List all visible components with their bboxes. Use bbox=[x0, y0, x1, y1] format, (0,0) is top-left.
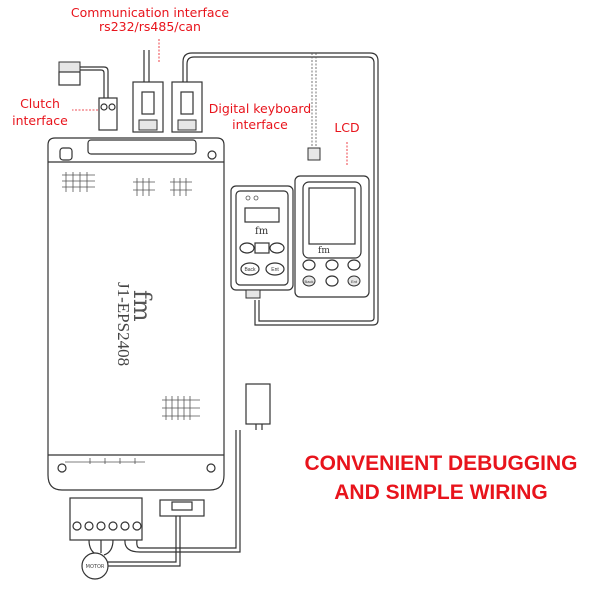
keyboard-interface-label-2: interface bbox=[232, 117, 288, 132]
communication-connector bbox=[132, 50, 164, 133]
lcd-back-label: Back bbox=[305, 279, 314, 284]
clutch-interface-label: Clutch bbox=[20, 96, 60, 111]
clutch-interface-label-2: interface bbox=[12, 113, 68, 128]
keypad-enter-button[interactable] bbox=[265, 262, 285, 276]
clutch-connector bbox=[58, 61, 118, 131]
headline-line-2: AND SIMPLE WIRING bbox=[334, 481, 548, 504]
controller-body: fm J1-EPS2408 bbox=[47, 137, 225, 491]
lcd-logo: fm bbox=[318, 246, 330, 256]
lcd-up-button[interactable] bbox=[325, 259, 339, 271]
lcd-enter-button[interactable] bbox=[347, 275, 361, 287]
lcd-down-button[interactable] bbox=[325, 275, 339, 287]
controller-model: J1-EPS2408 bbox=[114, 282, 133, 366]
communication-protocols-label: rs232/rs485/can bbox=[99, 19, 201, 34]
keypad-logo: fm bbox=[255, 226, 269, 237]
keypad-back-button[interactable] bbox=[240, 262, 260, 276]
lcd-back-button[interactable] bbox=[302, 275, 316, 287]
keypad-shift-button[interactable] bbox=[254, 242, 270, 254]
motor-terminal-block bbox=[69, 430, 241, 567]
headline-line-1: CONVENIENT DEBUGGING bbox=[304, 452, 577, 475]
controller-logo: fm bbox=[128, 290, 156, 322]
keyboard-interface-label: Digital keyboard bbox=[209, 101, 312, 116]
digital-keypad: fm Back Ent bbox=[230, 185, 294, 299]
keyboard-connector bbox=[171, 52, 379, 326]
motor: MOTOR bbox=[81, 552, 109, 580]
communication-interface-label: Communication interface bbox=[71, 5, 230, 20]
keypad-up-button[interactable] bbox=[239, 242, 255, 254]
lcd-left-button[interactable] bbox=[302, 259, 316, 271]
sensor-connector bbox=[159, 499, 205, 517]
lcd-right-button[interactable] bbox=[347, 259, 361, 271]
keypad-back-label: Back bbox=[244, 267, 256, 273]
power-supply-box bbox=[245, 383, 271, 430]
lcd-enter-label: Ent bbox=[351, 279, 358, 284]
motor-label: MOTOR bbox=[86, 564, 105, 570]
lcd-label: LCD bbox=[334, 120, 359, 135]
keypad-connector bbox=[245, 289, 261, 299]
lcd-panel: fm Back Ent bbox=[294, 175, 370, 298]
keypad-down-button[interactable] bbox=[269, 242, 285, 254]
keypad-enter-label: Ent bbox=[271, 267, 279, 273]
